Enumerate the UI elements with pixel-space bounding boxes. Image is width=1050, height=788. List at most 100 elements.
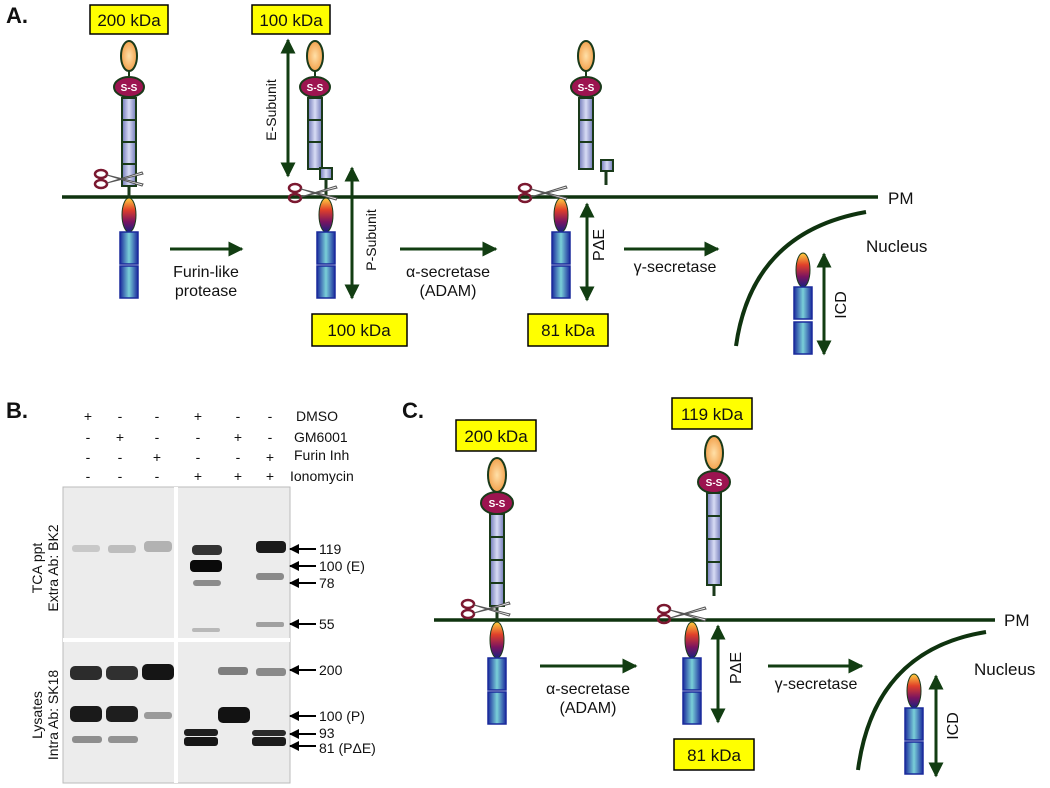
band-55 bbox=[256, 622, 284, 627]
ss-label: S-S bbox=[706, 478, 723, 489]
marker-label: 78 bbox=[319, 575, 335, 591]
ss-label: S-S bbox=[489, 499, 506, 510]
treatment-label-furin: Furin Inh bbox=[294, 447, 349, 463]
mass-box-81-a: 81 kDa bbox=[527, 313, 609, 347]
receptor-full-length-a: S-S bbox=[113, 40, 145, 299]
top-blot-label-2: Extra Ab: BK2 bbox=[45, 524, 61, 611]
marker-label: 119 bbox=[319, 541, 342, 557]
receptor-furin-cleaved-a: S-S bbox=[299, 40, 336, 299]
band bbox=[144, 541, 172, 552]
ss-label: S-S bbox=[578, 83, 595, 94]
mass-box-100-p-a: 100 kDa bbox=[311, 313, 408, 347]
furin-label-1: Furin-like bbox=[173, 264, 239, 281]
svg-text:100 kDa: 100 kDa bbox=[259, 11, 323, 30]
band-200 bbox=[142, 664, 174, 680]
mass-box-200-a: 200 kDa bbox=[89, 4, 169, 35]
alpha-label-a1: α-secretase bbox=[406, 264, 490, 281]
icd-fragment-a bbox=[793, 252, 813, 355]
svg-text:100 kDa: 100 kDa bbox=[327, 321, 391, 340]
nucleus-envelope-a bbox=[734, 210, 867, 347]
bottom-blot-label-1: Lysates bbox=[29, 691, 45, 739]
marker-label: 100 (E) bbox=[319, 558, 365, 574]
treatment-sign: - bbox=[236, 449, 241, 465]
svg-text:81 kDa: 81 kDa bbox=[687, 746, 741, 765]
band-200 bbox=[256, 668, 286, 676]
svg-text:200 kDa: 200 kDa bbox=[97, 11, 161, 30]
band-93 bbox=[184, 729, 218, 736]
band-119 bbox=[256, 541, 286, 553]
alpha-label-c1: α-secretase bbox=[546, 681, 630, 698]
treatment-label-dmso: DMSO bbox=[296, 408, 338, 424]
marker-label: 81 (PΔE) bbox=[319, 740, 376, 756]
treatment-sign: - bbox=[155, 429, 160, 445]
ss-label: S-S bbox=[307, 83, 324, 94]
pm-label-a: PM bbox=[888, 189, 914, 208]
ss-bond-icon: S-S bbox=[113, 76, 145, 98]
band bbox=[144, 712, 172, 719]
treatment-sign: + bbox=[234, 468, 242, 484]
band-100p bbox=[218, 707, 250, 723]
treatment-sign: + bbox=[116, 429, 124, 445]
treatment-sign: - bbox=[86, 468, 91, 484]
treatment-label-ionomycin: Ionomycin bbox=[290, 468, 354, 484]
treatment-sign: + bbox=[194, 468, 202, 484]
panel-c-label: C. bbox=[402, 398, 424, 423]
treatment-sign: - bbox=[196, 429, 201, 445]
band-200 bbox=[106, 666, 138, 680]
receptor-pde-c bbox=[682, 621, 702, 725]
nucleus-label-c: Nucleus bbox=[974, 660, 1035, 679]
treatment-sign: - bbox=[118, 468, 123, 484]
marker-label: 100 (P) bbox=[319, 708, 365, 724]
icd-label-c: ICD bbox=[945, 712, 962, 740]
band-119 bbox=[192, 545, 222, 555]
svg-text:S-S: S-S bbox=[121, 83, 138, 94]
receptor-full-length-c: S-S bbox=[480, 457, 514, 725]
marker-label: 55 bbox=[319, 616, 335, 632]
panel-b-label: B. bbox=[6, 398, 28, 423]
band bbox=[192, 628, 220, 632]
gamma-label-a: γ-secretase bbox=[634, 259, 717, 276]
panel-b: +--+---+--+---+--+---+++ DMSO GM6001 Fur… bbox=[29, 408, 376, 784]
treatment-signs: +--+---+--+---+--+---+++ bbox=[84, 408, 274, 484]
treatment-sign: - bbox=[86, 449, 91, 465]
panel-a: PM 200 kDa 100 kDa 100 kDa 81 kDa S-S bbox=[62, 4, 927, 356]
mass-box-119-c: 119 kDa bbox=[671, 397, 753, 430]
band-81 bbox=[184, 737, 218, 746]
treatment-sign: + bbox=[266, 449, 274, 465]
nucleus-envelope-c bbox=[856, 630, 987, 771]
panel-c: PM 200 kDa 119 kDa 81 kDa S-S bbox=[434, 397, 1035, 778]
treatment-label-gm6001: GM6001 bbox=[294, 429, 348, 445]
nucleus-label-a: Nucleus bbox=[866, 237, 927, 256]
svg-text:200 kDa: 200 kDa bbox=[464, 427, 528, 446]
band-81 bbox=[252, 737, 286, 746]
icd-fragment-c bbox=[904, 673, 924, 775]
treatment-sign: + bbox=[234, 429, 242, 445]
receptor-pde-a bbox=[551, 197, 571, 299]
svg-text:119 kDa: 119 kDa bbox=[681, 405, 744, 424]
bottom-markers: 200 100 (P) 93 81 (PΔE) bbox=[289, 662, 376, 756]
svg-text:81 kDa: 81 kDa bbox=[541, 321, 595, 340]
top-blot-label-1: TCA ppt bbox=[29, 543, 45, 594]
treatment-sign: - bbox=[268, 429, 273, 445]
furin-label-2: protease bbox=[175, 283, 237, 300]
treatment-sign: - bbox=[236, 408, 241, 424]
treatment-sign: - bbox=[155, 408, 160, 424]
marker-label: 93 bbox=[319, 725, 335, 741]
band-78 bbox=[256, 573, 284, 580]
band-100p bbox=[106, 706, 138, 722]
panel-a-label: A. bbox=[6, 3, 28, 28]
treatment-sign: - bbox=[268, 408, 273, 424]
scissors-icon bbox=[287, 182, 339, 204]
alpha-label-a2: (ADAM) bbox=[420, 283, 477, 300]
ectodomain-shed-c: S-S bbox=[697, 435, 731, 596]
icd-label-a: ICD bbox=[833, 291, 850, 319]
treatment-sign: - bbox=[155, 468, 160, 484]
treatment-sign: + bbox=[153, 449, 161, 465]
band-100e bbox=[190, 560, 222, 572]
band bbox=[108, 736, 138, 743]
alpha-label-c2: (ADAM) bbox=[560, 700, 617, 717]
mass-box-81-c: 81 kDa bbox=[673, 738, 755, 771]
mass-box-200-c: 200 kDa bbox=[455, 419, 537, 452]
band-200 bbox=[70, 666, 102, 680]
treatment-sign: + bbox=[194, 408, 202, 424]
